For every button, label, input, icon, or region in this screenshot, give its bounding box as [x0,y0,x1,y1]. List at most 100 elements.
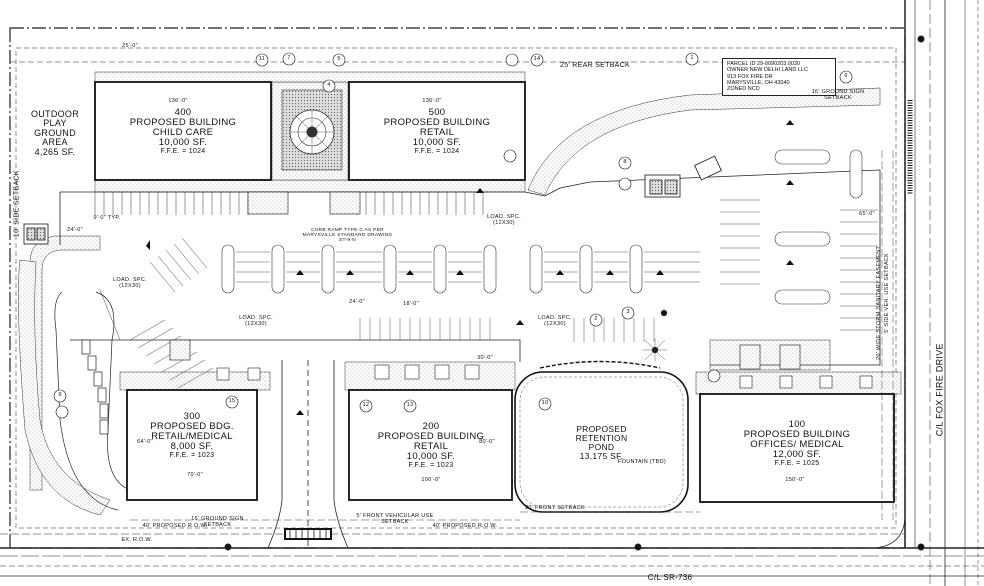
side-setback-label: 10' SIDE SETBACK [13,170,21,238]
building-500-area: 10,000 SF. [412,136,462,148]
building-100-number: 100 [788,419,806,430]
loading-3-size: (12X30) [493,219,515,226]
curb-ramp-line3: DRAWING ST-9-N [339,233,393,244]
building-400-area: 10,000 SF. [158,136,208,148]
callout-14: 14 [533,56,541,62]
dim-bldg-100-width: 150'-0" [785,477,805,483]
building-500-outline [348,81,526,181]
building-400-outline [94,81,272,181]
pond-area: 13,175 SF. [579,450,624,461]
easement-label: 20' WIDE STORM SANITARY EASEMENT [876,245,883,360]
building-200-line1: PROPOSED BUILDING [377,430,485,442]
front-vehicular-setback: 5' FRONT VEHICULAR USE SETBACK [356,513,434,525]
parking-stalls-angled [99,237,214,389]
callout-10: 10 [541,400,549,406]
callout-8: 8 [623,159,627,165]
loading-4-size: (12X30) [544,320,566,327]
dim-stall-depth: 18'-0" [403,301,419,307]
building-400-ffe: F.F.E. = 1024 [160,147,206,155]
play-area-line2: PLAY [43,118,67,129]
front-setback-label: 20' FRONT SETBACK [525,505,585,511]
building-100-outline [699,393,895,503]
row-label-left: 40' PROPOSED R.O.W. [142,523,208,529]
parking-islands [221,149,863,305]
entrance-driveway [267,360,349,549]
building-500-ffe: F.F.E. = 1024 [414,147,460,155]
building-300-ffe: F.F.E. = 1023 [169,451,215,459]
building-400-label: 400 PROPOSED BUILDING CHILD CARE 10,000 … [110,108,256,155]
central-plaza [281,89,343,171]
building-300-area: 8,000 SF. [170,440,214,452]
callout-13: 13 [406,402,414,408]
sr-736-label: C/L SR-736 [647,573,693,582]
dim-bldg-200-depth: 80'-0" [479,439,495,445]
dim-bldg-300-depth: 64'-0" [137,439,153,445]
building-400-number: 400 [174,107,192,118]
parking-stalls-middle [236,199,878,331]
parcel-owner: OWNER NEW DELHI LAND LLC [727,67,808,74]
play-area-line4: AREA [42,137,68,148]
building-200-outline [348,389,513,501]
building-400-line1: PROPOSED BUILDING [129,116,237,128]
building-100-label: 100 PROPOSED BUILDING OFFICES/ MEDICAL 1… [715,420,879,467]
dumpster-enclosures [23,155,722,245]
pond-line1: PROPOSED [576,424,627,434]
callout-6: 6 [844,73,848,79]
callout-7: 7 [287,55,291,61]
loading-space-1: LOAD. SPC. (12X30) [110,277,150,290]
loading-2-size: (12X30) [245,320,267,327]
building-400-line2: CHILD CARE [152,126,214,138]
parking-lot [59,169,881,366]
fountain-label: FOUNTAIN (TBD) [617,459,667,465]
parcel-id: PARCEL ID 29-0090203.0030 [727,61,801,67]
loading-space-4: LOAD. SPC. (12X30) [535,315,575,328]
rear-setback-label: 25' REAR SETBACK [560,62,630,69]
curb-ramp-line1: CURB RAMP TYPE C AS PER [311,228,384,233]
play-area-label: OUTDOOR PLAY GROUND AREA 4,265 SF. [20,109,90,157]
pond-line2: RETENTION [575,432,628,443]
accessible-parking [169,191,801,370]
callout-1: 1 [690,55,694,61]
sr-736-road [0,35,984,577]
building-100-line2: OFFICES/ MEDICAL [750,438,844,450]
parcel-zoning: ZONED NCD [727,86,760,93]
building-500-line1: PROPOSED BUILDING [383,116,491,128]
building-300-number: 300 [183,411,201,422]
fox-fire-drive [874,0,979,586]
play-area-line3: GROUND [34,127,76,138]
ground-sign-setback-front: 16' GROUND SIGN SETBACK [191,516,244,528]
callout-bubbles [53,52,853,419]
building-300-line1: PROPOSED BDG. [150,420,234,432]
loading-1-size: (12X30) [119,282,141,289]
dim-stall-typ: 9'-0" TYP. [93,215,121,221]
callout-4: 4 [327,82,331,88]
dim-drive-30: 30'-0" [477,355,493,361]
building-100-line1: PROPOSED BUILDING [743,428,851,440]
building-200-label: 200 PROPOSED BUILDING RETAIL 10,000 SF. … [360,422,502,469]
building-300-outline [126,389,258,501]
callout-11: 11 [258,56,266,62]
fox-fire-drive-label: C/L FOX FIRE DRIVE [934,343,945,437]
building-200-ffe: F.F.E. = 1023 [408,461,454,469]
pond-label: PROPOSED RETENTION POND 13,175 SF. [530,425,673,461]
building-300-label: 300 PROPOSED BDG. RETAIL/MEDICAL 8,000 S… [132,412,252,459]
callout-9: 9 [58,392,62,398]
loading-1-label: LOAD. SPC. [113,277,147,283]
tree-wells [216,364,873,389]
loading-3-label: LOAD. SPC. [487,214,521,220]
callout-5: 5 [337,56,341,62]
parcel-address: 913 FOX FIRE DR [727,73,773,80]
building-300-line2: RETAIL/MEDICAL [151,430,233,442]
ground-sign-setback-right: 16' GROUND SIGN SETBACK [811,89,865,101]
dim-bldg-300-width: 70'-0" [187,472,203,478]
drive-through-lane [54,291,131,511]
pond-line3: POND [588,441,615,452]
callout-2: 2 [594,316,598,322]
play-area-area: 4,265 SF. [34,146,76,157]
dim-rear: 25'-0" [122,43,138,49]
dim-aisle-mid: 24'-0" [349,299,365,305]
building-200-area: 10,000 SF. [406,450,456,462]
building-200-line2: RETAIL [413,440,449,452]
building-100-area: 12,000 SF. [772,448,822,460]
